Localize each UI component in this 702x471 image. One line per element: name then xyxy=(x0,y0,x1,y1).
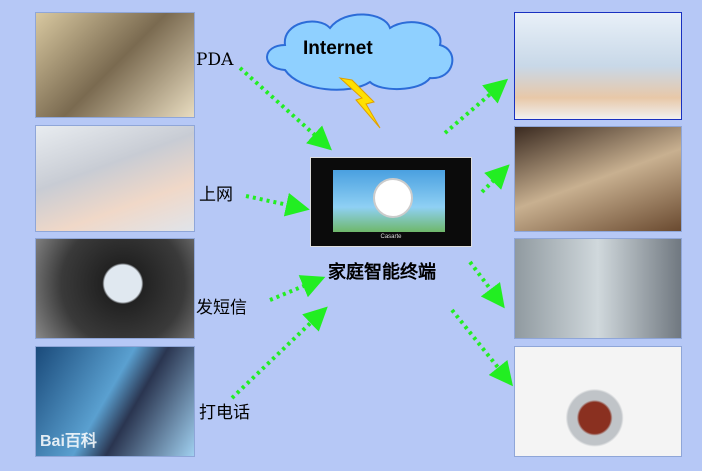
label-pda: PDA xyxy=(196,50,234,70)
terminal-brand: Casarte xyxy=(380,234,402,240)
arrow-bath xyxy=(443,78,509,135)
label-phone-call: 打电话 xyxy=(199,403,250,423)
cloud-icon xyxy=(266,13,454,91)
arrow-internet xyxy=(245,192,310,217)
arrow-living xyxy=(480,164,510,194)
label-internet: 上网 xyxy=(199,185,233,205)
clock-icon xyxy=(373,178,413,218)
phone-call-image: Bai百科 xyxy=(35,346,195,457)
baidu-watermark: Bai百科 xyxy=(40,433,97,450)
arrow-phone xyxy=(230,306,328,400)
arrow-pda xyxy=(238,66,332,151)
refrigerator-image xyxy=(514,238,682,339)
terminal-label: 家庭智能终端 xyxy=(328,262,436,283)
pda-image xyxy=(35,12,195,118)
label-sms: 发短信 xyxy=(196,298,247,318)
smart-home-terminal: Casarte xyxy=(310,157,472,247)
terminal-screen xyxy=(333,170,445,232)
arrow-fridge xyxy=(468,260,505,309)
bathroom-image xyxy=(514,12,682,120)
mobile-sms-image xyxy=(35,238,195,339)
lightning-icon xyxy=(338,77,381,129)
arrow-sms xyxy=(269,275,326,302)
arrow-washer xyxy=(450,308,513,387)
living-room-image xyxy=(514,126,682,232)
internet-label: Internet xyxy=(303,38,373,59)
laptop-typing-image xyxy=(35,125,195,232)
washing-machine-image xyxy=(514,346,682,457)
